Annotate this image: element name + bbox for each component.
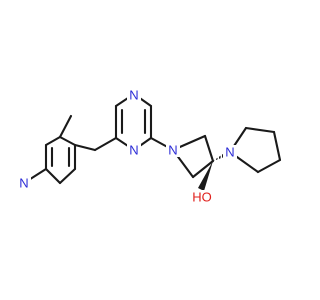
bond — [272, 130, 282, 162]
bond — [93, 136, 118, 152]
atom-label-ring-n: N — [225, 145, 234, 160]
atom-label-pyrimidine-n-top: N — [129, 88, 138, 103]
atom-label-pyrimidine-n-bottom: N — [129, 143, 138, 158]
bond — [58, 167, 77, 185]
bond — [256, 158, 282, 174]
pyrrolidine-ring-bonds — [228, 126, 282, 174]
bond — [244, 126, 276, 134]
atom-label-core-n: N — [168, 143, 177, 158]
bond — [191, 159, 215, 179]
atom-label-layer: N N N N N HO — [17, 88, 237, 205]
wedge-bond-oh — [198, 161, 213, 191]
bond — [203, 134, 215, 163]
bond — [44, 135, 62, 147]
atom-label-pyridine-n: N — [19, 176, 28, 191]
atom-label-hydroxyl: HO — [192, 190, 212, 205]
bond — [73, 143, 97, 152]
molecule-structure-diagram: N N N N N HO — [17, 87, 282, 205]
bond — [44, 167, 62, 185]
bond — [58, 135, 77, 147]
bond — [58, 114, 73, 139]
bond-layer — [22, 92, 215, 185]
